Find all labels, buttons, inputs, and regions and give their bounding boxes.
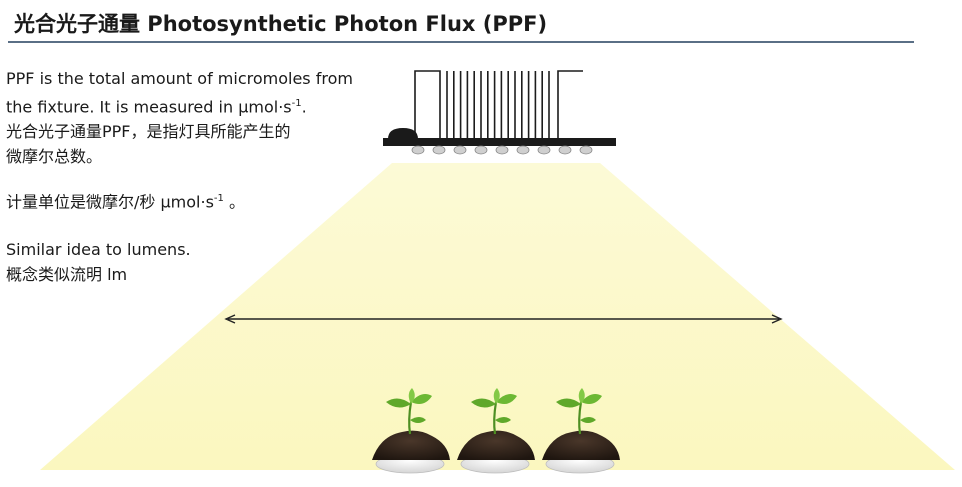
stem <box>578 401 583 435</box>
led-lens <box>516 145 530 155</box>
title-underline <box>8 41 914 43</box>
leaf <box>411 394 432 404</box>
seedling <box>542 388 620 474</box>
led-lens <box>495 145 509 155</box>
ppf-definition: PPF is the total amount of micromoles fr… <box>6 66 353 169</box>
seedling <box>372 388 450 474</box>
led-lens <box>474 145 488 155</box>
led-lens <box>579 145 593 155</box>
analogy-line-2: 概念类似流明 lm <box>6 265 128 284</box>
stem <box>408 401 413 435</box>
leaf <box>495 417 511 423</box>
light-beam <box>40 163 955 470</box>
leaf <box>386 398 411 408</box>
leaf <box>556 398 581 408</box>
grow-light-fixture <box>383 70 616 155</box>
leaf <box>408 388 415 404</box>
leaf <box>496 394 517 404</box>
seedlings <box>372 388 620 474</box>
coverage-arrow <box>224 314 783 324</box>
led-lens <box>432 145 446 155</box>
definition-line-3: 光合光子通量PPF，是指灯具所能产生的 <box>6 122 291 142</box>
led-lens <box>453 145 467 155</box>
leaf <box>580 417 596 423</box>
unit-line: 计量单位是微摩尔/秒 µmol·s-1 。 <box>6 192 245 212</box>
fixture-base <box>383 138 616 146</box>
definition-line-1: PPF is the total amount of micromoles fr… <box>6 69 353 88</box>
leaf <box>410 417 426 423</box>
definition-line-2: the fixture. It is measured in µmol·s-1. <box>6 97 307 117</box>
leaf <box>581 394 602 404</box>
led-lens <box>558 145 572 155</box>
analogy-line-1: Similar idea to lumens. <box>6 240 191 259</box>
heatsink-outline <box>414 70 441 140</box>
soil-mound <box>372 430 450 460</box>
heatsink-fins <box>446 71 550 140</box>
soil-mound <box>542 430 620 460</box>
led-lens <box>537 145 551 155</box>
definition-line-4: 微摩尔总数。 <box>6 147 103 167</box>
leaf <box>493 388 500 404</box>
led-lenses <box>411 145 593 155</box>
leaf <box>471 398 496 408</box>
seedling <box>457 388 535 474</box>
page-title: 光合光子通量 Photosynthetic Photon Flux (PPF) <box>14 12 548 36</box>
lumen-analogy: Similar idea to lumens. 概念类似流明 lm <box>6 237 191 287</box>
fixture-driver <box>388 128 418 139</box>
led-lens <box>411 145 425 155</box>
leaf <box>578 388 585 404</box>
stem <box>493 401 498 435</box>
soil-mound <box>457 430 535 460</box>
